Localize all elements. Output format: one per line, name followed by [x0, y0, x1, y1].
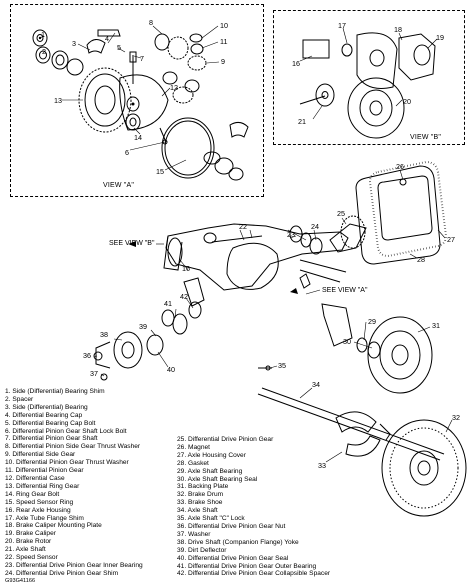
legend-item: 8. Differential Pinion Side Gear Thrust …: [5, 443, 141, 451]
legend-item: 41. Differential Drive Pinion Gear Outer…: [177, 562, 317, 570]
callout-35: 35: [278, 361, 286, 370]
callout-31: 31: [432, 321, 440, 330]
legend-item: 16. Rear Axle Housing: [5, 506, 71, 514]
legend-item: 22. Speed Sensor: [5, 554, 58, 562]
legend-item: 11. Differential Pinion Gear: [5, 467, 84, 475]
legend-item: 18. Brake Caliper Mounting Plate: [5, 522, 102, 530]
legend-item: 21. Axle Shaft: [5, 546, 46, 554]
legend-item: 25. Differential Drive Pinion Gear: [177, 436, 274, 443]
view-a-inset: [10, 4, 264, 197]
legend-item: 3. Side (Differential) Bearing: [5, 403, 88, 411]
callout-19: 19: [436, 33, 444, 42]
legend-item: 2. Spacer: [5, 395, 34, 403]
callout-32: 32: [452, 413, 460, 422]
legend-item: 15. Speed Sensor Ring: [5, 498, 74, 506]
legend-item: 9. Differential Side Gear: [5, 451, 76, 459]
legend-item: 7. Differential Pinion Gear Shaft: [5, 435, 98, 443]
legend-item: 29. Axle Shaft Bearing: [177, 467, 243, 475]
callout-24: 24: [311, 222, 319, 231]
callout-33: 33: [318, 461, 326, 470]
legend-item: 26. Magnet: [177, 443, 210, 451]
callout-37: 37: [90, 369, 98, 378]
legend-item: 37. Washer: [177, 530, 211, 538]
legend-item: 20. Brake Rotor: [5, 538, 52, 546]
callout-14: 14: [134, 133, 142, 142]
legend-item: 17. Axle Tube Flange Shim: [5, 514, 84, 522]
callout-25: 25: [337, 209, 345, 218]
legend-item: 34. Axle Shaft: [177, 507, 218, 515]
legend-item: 31. Backing Plate: [177, 483, 229, 491]
legend-item: 23. Differential Drive Pinion Gear Inner…: [5, 561, 143, 569]
legend-left-column: 1. Side (Differential) Bearing Shim 2. S…: [5, 388, 143, 578]
legend-item: 30. Axle Shaft Bearing Seal: [177, 475, 258, 483]
callout-11: 11: [220, 37, 228, 46]
callout-41: 41: [164, 299, 172, 308]
callout-5: 5: [117, 43, 121, 52]
legend-item: 27. Axle Housing Cover: [177, 451, 246, 459]
legend-item: 24. Differential Drive Pinion Gear Shim: [5, 569, 119, 577]
legend-right-column: 25. Differential Drive Pinion Gear 26. M…: [177, 436, 330, 578]
legend-item: 40. Differential Drive Pinion Gear Seal: [177, 554, 289, 562]
callout-21: 21: [298, 117, 306, 126]
legend-item: 28. Gasket: [177, 459, 209, 467]
callout-36: 36: [83, 351, 91, 360]
callout-42: 42: [180, 292, 188, 301]
legend-item: 10. Differential Pinion Gear Thrust Wash…: [5, 459, 129, 467]
callout-16: 16: [292, 59, 300, 68]
legend-item: 14. Ring Gear Bolt: [5, 490, 60, 498]
legend-item: 5. Differential Bearing Cap Bolt: [5, 419, 96, 427]
see-view-a-label: SEE VIEW "A": [322, 287, 368, 294]
callout-16-housing: 16: [182, 264, 190, 273]
legend-item: 33. Brake Shoe: [177, 499, 223, 507]
view-b-caption: VIEW "B": [410, 134, 442, 141]
callout-20: 20: [403, 97, 411, 106]
callout-40: 40: [167, 365, 175, 374]
legend-item: 32. Brake Drum: [177, 491, 224, 499]
callout-39: 39: [139, 322, 147, 331]
callout-29: 29: [368, 317, 376, 326]
callout-22: 22: [239, 222, 247, 231]
view-b-inset: [273, 10, 465, 145]
callout-23: 23: [287, 230, 295, 239]
callout-7: 7: [140, 54, 144, 63]
callout-2: 2: [42, 47, 46, 56]
callout-28: 28: [417, 255, 425, 264]
see-view-b-label: SEE VIEW "B": [109, 240, 155, 247]
callout-38: 38: [100, 330, 108, 339]
callout-15: 15: [156, 167, 164, 176]
parts-legend: 1. Side (Differential) Bearing Shim 2. S…: [5, 388, 470, 580]
callout-13: 13: [54, 96, 62, 105]
legend-item: 36. Differential Drive Pinion Gear Nut: [177, 522, 286, 530]
legend-item: 39. Dirt Deflector: [177, 546, 227, 554]
legend-item: 35. Axle Shaft "C" Lock: [177, 515, 245, 523]
view-a-caption: VIEW "A": [103, 182, 135, 189]
callout-17: 17: [338, 21, 346, 30]
callout-8: 8: [149, 18, 153, 27]
callout-10: 10: [220, 21, 228, 30]
callout-27: 27: [447, 235, 455, 244]
callout-30: 30: [343, 337, 351, 346]
legend-item: 4. Differential Bearing Cap: [5, 411, 83, 419]
legend-item: 13. Differential Ring Gear: [5, 482, 80, 490]
legend-item: 19. Brake Caliper: [5, 530, 56, 538]
legend-item: 42. Differential Drive Pinion Gear Colla…: [177, 570, 331, 578]
legend-item: 12. Differential Case: [5, 474, 65, 482]
callout-12: 12: [170, 83, 178, 92]
legend-item: 38. Drive Shaft (Companion Flange) Yoke: [177, 538, 299, 546]
callout-9: 9: [221, 57, 225, 66]
callout-3: 3: [72, 39, 76, 48]
document-id: G93G41166: [5, 578, 36, 584]
legend-item: 1. Side (Differential) Bearing Shim: [5, 388, 105, 395]
callout-4: 4: [105, 34, 109, 43]
callout-34: 34: [312, 380, 320, 389]
callout-1: 1: [41, 30, 45, 39]
callout-26: 26: [396, 162, 404, 171]
callout-6: 6: [125, 148, 129, 157]
legend-item: 6. Differential Pinion Gear Shaft Lock B…: [5, 427, 127, 435]
callout-18: 18: [394, 25, 402, 34]
